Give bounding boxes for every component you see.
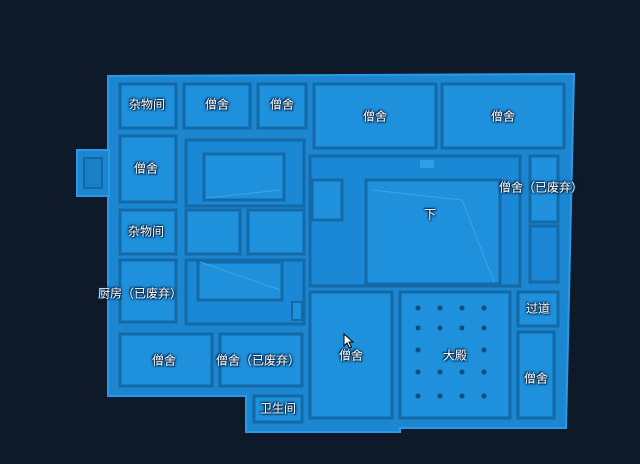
side-niche — [310, 178, 344, 222]
room-main-hall[interactable] — [398, 290, 512, 420]
room-monk-3[interactable] — [312, 82, 438, 150]
crack-line — [205, 189, 281, 199]
annex-inner — [83, 157, 103, 189]
room-monk-bottom-abandoned[interactable] — [218, 332, 304, 388]
room-corridor[interactable] — [516, 290, 560, 328]
stair-line-b — [461, 199, 495, 283]
room-monk-bottom-left[interactable] — [118, 332, 214, 388]
mouse-pointer-icon — [343, 333, 355, 349]
stairs-down[interactable] — [364, 178, 502, 286]
room-monk-left[interactable] — [118, 134, 178, 204]
crack-line-2 — [199, 261, 281, 291]
room-kitchen[interactable] — [118, 258, 178, 324]
pillar-grid — [415, 305, 487, 399]
room-monk-4[interactable] — [440, 82, 566, 150]
stairs-marker — [420, 160, 434, 168]
room-monk-bottom-right[interactable] — [516, 330, 556, 420]
room-monk-2[interactable] — [256, 82, 308, 130]
room-storage-mid[interactable] — [118, 208, 178, 256]
central-inner-upper — [202, 152, 286, 202]
stair-line-a — [371, 189, 463, 201]
room-bathroom[interactable] — [252, 394, 304, 424]
room-storage-top[interactable] — [118, 82, 178, 130]
room-monk-right-abandoned[interactable] — [528, 154, 560, 224]
room-small-b — [246, 208, 306, 256]
room-monk-center[interactable] — [308, 290, 394, 420]
central-inner-lower — [196, 260, 284, 302]
right-hall-strip — [528, 224, 560, 284]
room-monk-1[interactable] — [182, 82, 252, 130]
room-small-a — [184, 208, 242, 256]
pillar-small — [291, 301, 303, 321]
